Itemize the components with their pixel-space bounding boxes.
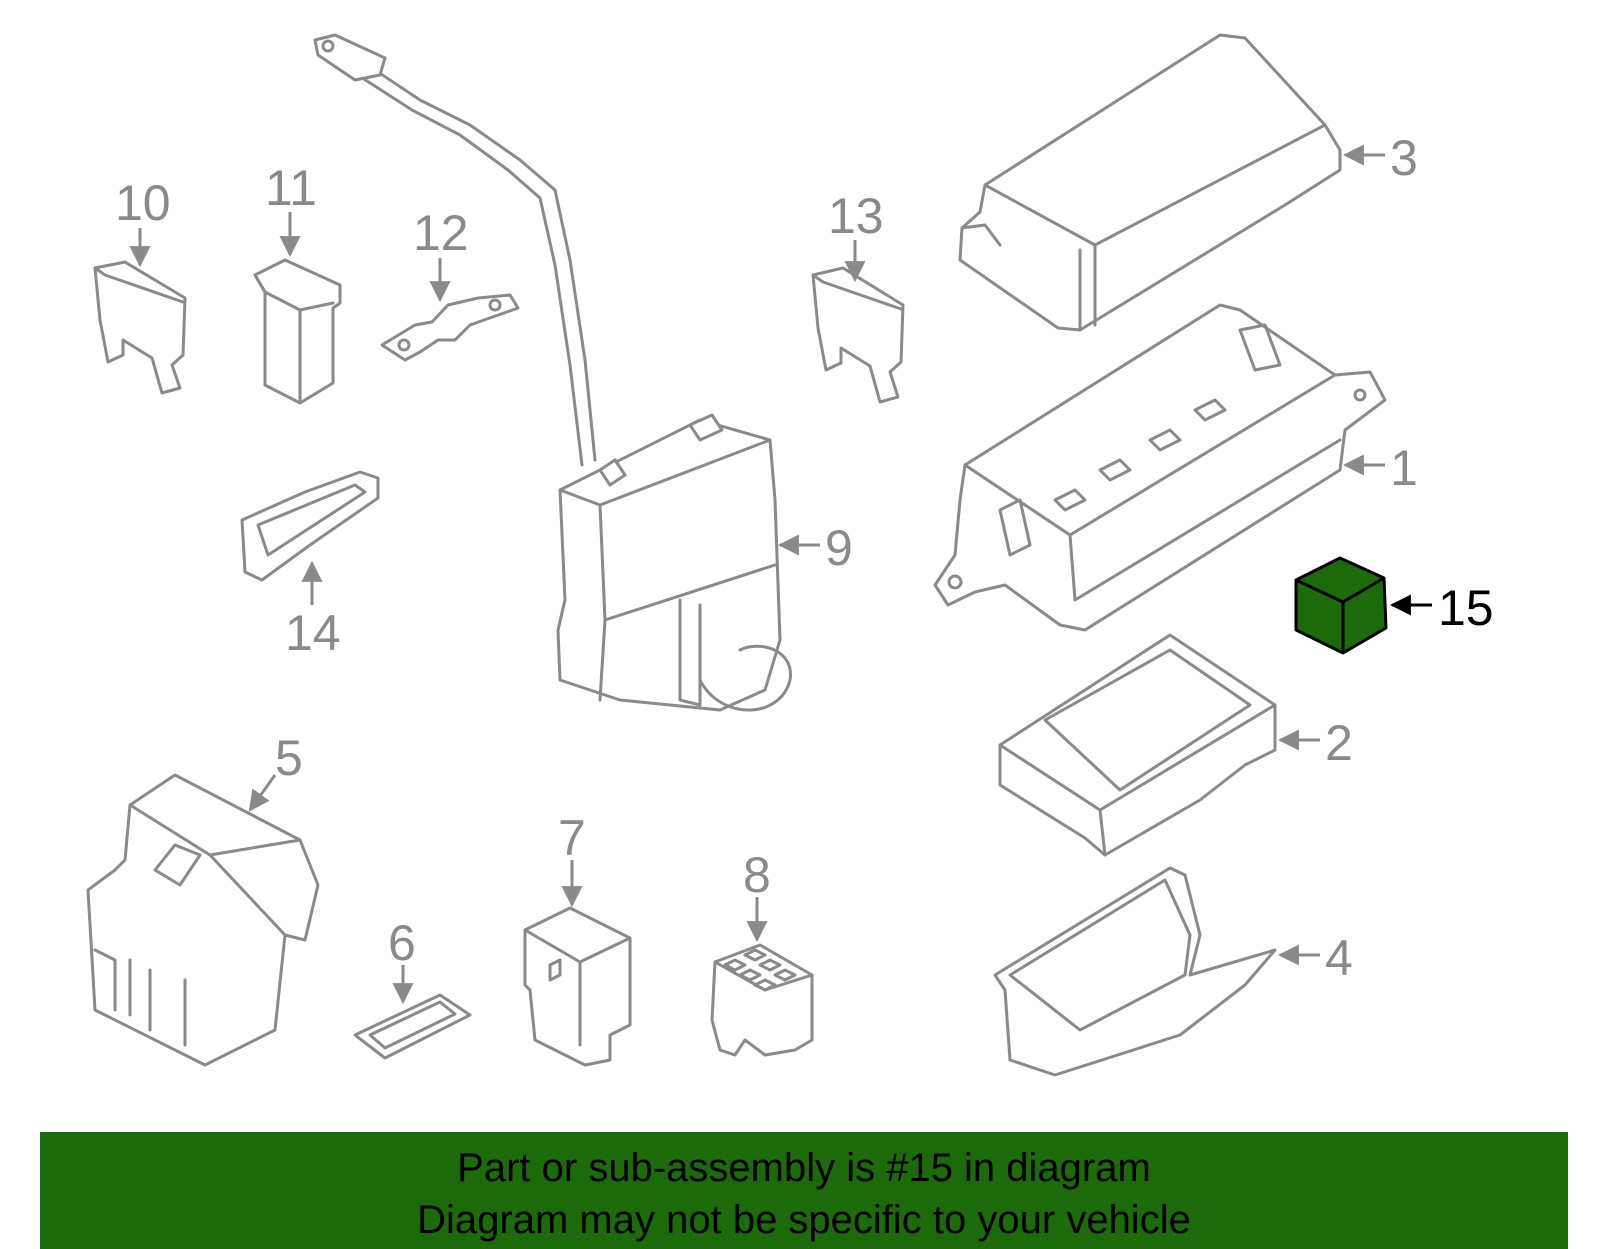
callout-12: 12 <box>413 205 469 261</box>
part-11-fuse[interactable] <box>253 258 342 405</box>
callout-10: 10 <box>115 175 171 231</box>
callout-4: 4 <box>1325 930 1353 986</box>
banner-line-2: Diagram may not be specific to your vehi… <box>417 1198 1191 1242</box>
callout-8: 8 <box>743 847 771 903</box>
part-2-tray[interactable] <box>998 633 1277 857</box>
callout-9: 9 <box>825 520 853 576</box>
callout-3: 3 <box>1390 130 1418 186</box>
callout-7: 7 <box>558 810 586 866</box>
callout-5: 5 <box>275 730 303 786</box>
banner-line-1: Part or sub-assembly is #15 in diagram <box>457 1146 1151 1190</box>
part-7-connector[interactable] <box>523 906 632 1067</box>
part-3-cover[interactable] <box>958 33 1342 332</box>
callout-6: 6 <box>388 915 416 971</box>
part-5-housing[interactable] <box>86 773 320 1067</box>
callout-14: 14 <box>285 605 341 661</box>
part-13-fuse[interactable] <box>811 266 905 404</box>
part-1-relay-box[interactable] <box>933 303 1387 632</box>
part-6-label[interactable] <box>353 993 472 1060</box>
callout-1: 1 <box>1390 440 1418 496</box>
part-10-fuse[interactable] <box>93 260 187 395</box>
part-4-lower-tray[interactable] <box>993 866 1277 1077</box>
part-12-fuse-strip[interactable] <box>380 293 520 362</box>
callout-15: 15 <box>1438 580 1494 636</box>
callout-2: 2 <box>1325 715 1353 771</box>
part-8-connector[interactable] <box>710 943 814 1057</box>
part-9-cable-fuse-block[interactable] <box>313 33 792 712</box>
part-15-relay[interactable] <box>1294 556 1388 655</box>
callout-11: 11 <box>265 160 317 216</box>
part-14-link[interactable] <box>240 470 380 582</box>
callout-13: 13 <box>828 188 884 244</box>
parts-diagram: 1 2 3 4 5 6 7 8 9 10 11 12 13 14 15 <box>86 33 1494 1077</box>
info-banner: Part or sub-assembly is #15 in diagram D… <box>40 1132 1568 1249</box>
